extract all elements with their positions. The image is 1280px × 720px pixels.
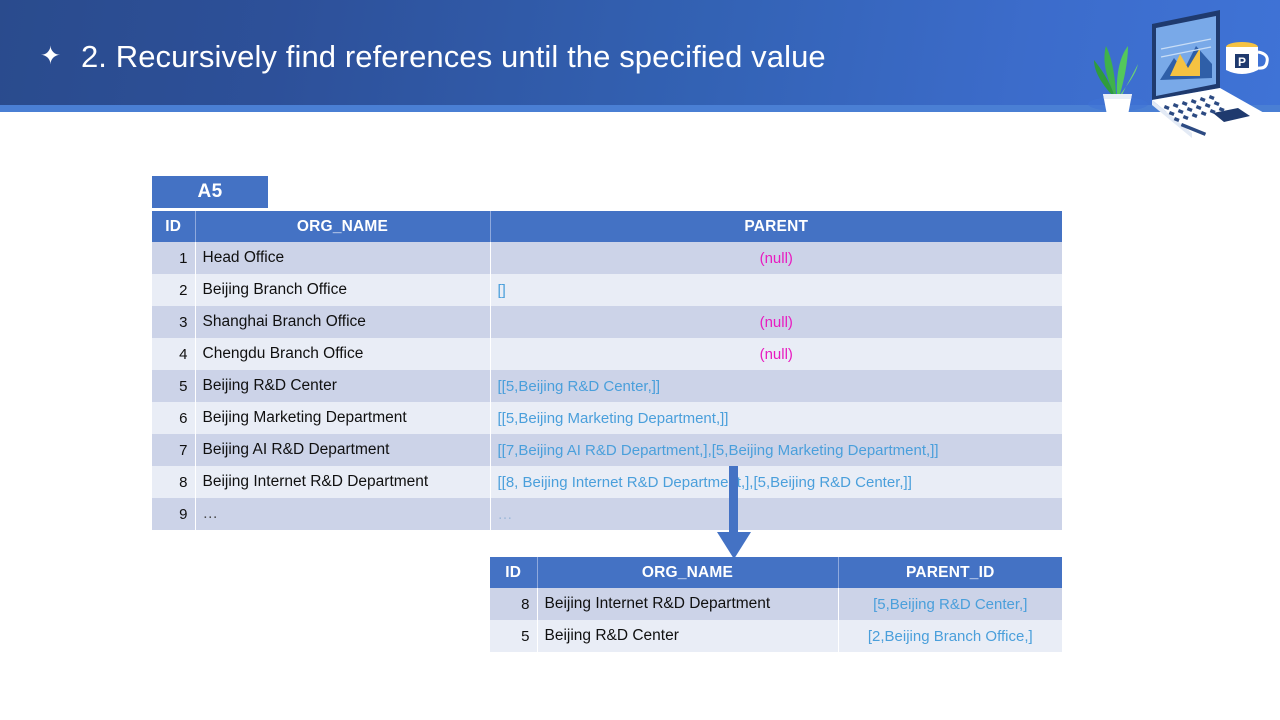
column-header-id[interactable]: ID [490,557,538,588]
cell-org-name: Beijing R&D Center [537,620,839,652]
cell-org-name: … [195,498,491,530]
recursive-result-table: ID ORG_NAME PARENT_ID 8 Beijing Internet… [490,557,1062,652]
table-header-row: ID ORG_NAME PARENT_ID [490,557,1062,588]
coffee-mug-icon: P [1226,42,1269,74]
laptop-plant-mug-illustration: P [1088,10,1269,138]
cell-id: 1 [152,242,196,274]
plant-icon [1094,46,1138,115]
cell-org-name: Beijing Marketing Department [195,402,491,434]
laptop-icon [1152,10,1266,138]
column-header-org-name[interactable]: ORG_NAME [195,211,491,242]
column-header-parent[interactable]: PARENT [490,211,1062,242]
table-row[interactable]: 7 Beijing AI R&D Department [[7,Beijing … [152,434,1062,466]
cell-org-name: Beijing Branch Office [195,274,491,306]
cell-org-name: Head Office [195,242,491,274]
table-row[interactable]: 8 Beijing Internet R&D Department [[8, B… [152,466,1062,498]
cell-org-name: Beijing R&D Center [195,370,491,402]
cell-org-name: Beijing Internet R&D Department [537,588,839,620]
cell-parent-id: [5,Beijing R&D Center,] [873,595,1028,613]
sheet-tab-label: A5 [197,181,223,202]
cell-parent: [] [497,281,506,299]
cell-id: 9 [152,498,196,530]
table-header-row: ID ORG_NAME PARENT [152,211,1062,242]
downward-flow-arrow [717,466,751,559]
cell-id: 4 [152,338,196,370]
cell-parent: [[8, Beijing Internet R&D Department,],[… [497,473,912,491]
table-row[interactable]: 3 Shanghai Branch Office (null) [152,306,1062,338]
sparkle-bullet-icon: ✦ [40,41,61,70]
cell-parent: (null) [759,249,793,267]
table-row[interactable]: 4 Chengdu Branch Office (null) [152,338,1062,370]
cell-parent: … [497,505,513,523]
table-row[interactable]: 6 Beijing Marketing Department [[5,Beiji… [152,402,1062,434]
cell-org-name: Beijing AI R&D Department [195,434,491,466]
cell-org-name: Beijing Internet R&D Department [195,466,491,498]
cell-parent-id: [2,Beijing Branch Office,] [867,627,1033,645]
cell-id: 2 [152,274,196,306]
cell-id: 3 [152,306,196,338]
main-table-body: 1 Head Office (null) 2 Beijing Branch Of… [152,242,1062,530]
org-hierarchy-table: ID ORG_NAME PARENT 1 Head Office (null) … [152,211,1062,530]
cell-id: 5 [490,620,538,652]
result-table-body: 8 Beijing Internet R&D Department [5,Bei… [490,588,1062,652]
cell-org-name: Chengdu Branch Office [195,338,491,370]
table-row[interactable]: 1 Head Office (null) [152,242,1062,274]
column-header-id[interactable]: ID [152,211,196,242]
cell-parent: (null) [759,313,793,331]
table-row[interactable]: 9 … … [152,498,1062,530]
slide-title-row: ✦ 2. Recursively find references until t… [40,34,826,80]
table-row[interactable]: 8 Beijing Internet R&D Department [5,Bei… [490,588,1062,620]
banner-accent-strip [0,105,1280,112]
slide-header-banner: ✦ 2. Recursively find references until t… [0,0,1280,112]
cell-id: 7 [152,434,196,466]
cell-id: 5 [152,370,196,402]
column-header-parent-id[interactable]: PARENT_ID [838,557,1062,588]
cell-parent: [[7,Beijing AI R&D Department,],[5,Beiji… [497,441,939,459]
cell-id: 8 [152,466,196,498]
page-title: 2. Recursively find references until the… [80,39,826,74]
svg-text:P: P [1238,55,1246,69]
cell-parent: [[5,Beijing R&D Center,]] [497,377,661,395]
cell-org-name: Shanghai Branch Office [195,306,491,338]
cell-id: 8 [490,588,538,620]
table-row[interactable]: 5 Beijing R&D Center [[5,Beijing R&D Cen… [152,370,1062,402]
sheet-tab-a5[interactable]: A5 [152,176,268,208]
column-header-org-name[interactable]: ORG_NAME [537,557,839,588]
table-row[interactable]: 5 Beijing R&D Center [2,Beijing Branch O… [490,620,1062,652]
table-row[interactable]: 2 Beijing Branch Office [] [152,274,1062,306]
cell-id: 6 [152,402,196,434]
cell-parent: [[5,Beijing Marketing Department,]] [497,409,729,427]
cell-parent: (null) [759,345,793,363]
